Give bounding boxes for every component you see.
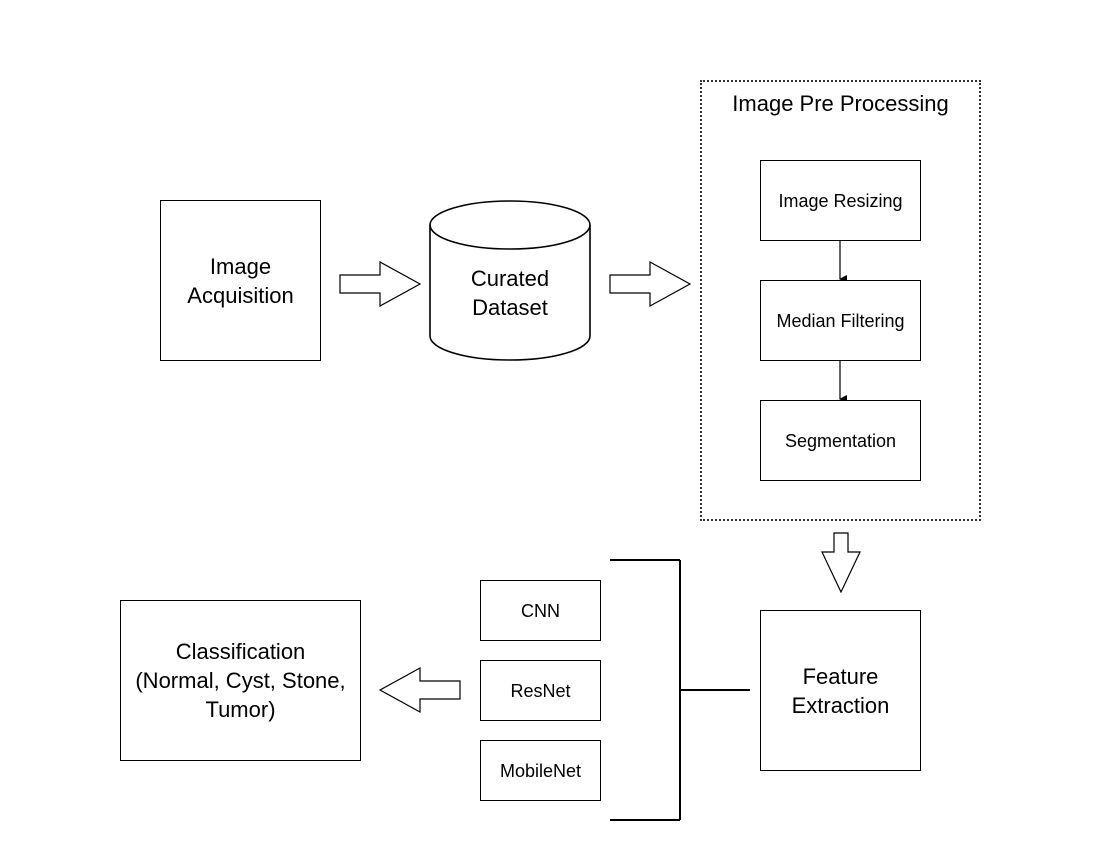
arrow-models-to-classification [378, 666, 461, 714]
feature-to-models-bracket [610, 559, 750, 821]
arrow-dataset-to-preprocessing [609, 260, 692, 308]
image-acquisition-node: Image Acquisition [160, 200, 321, 361]
curated-dataset-cylinder [429, 200, 591, 361]
classification-node: Classification (Normal, Cyst, Stone, Tum… [120, 600, 361, 761]
model-resnet-label: ResNet [510, 680, 571, 701]
image-acquisition-label: Image Acquisition [187, 253, 294, 308]
preprocessing-title: Image Pre Processing [732, 91, 949, 116]
image-resizing-node: Image Resizing [760, 160, 921, 241]
model-mobilenet-label: MobileNet [499, 760, 582, 781]
feature-extraction-node: Feature Extraction [760, 610, 921, 771]
model-resnet-node: ResNet [480, 660, 601, 721]
segmentation-node: Segmentation [760, 400, 921, 481]
preprocessing-group [700, 80, 981, 521]
arrow-preprocessing-to-feature-extraction [821, 532, 861, 594]
median-filtering-label: Median Filtering [776, 310, 905, 331]
feature-extraction-label: Feature Extraction [791, 663, 890, 718]
arrow-acquisition-to-dataset [339, 260, 422, 308]
model-cnn-label: CNN [521, 600, 560, 621]
model-mobilenet-node: MobileNet [480, 740, 601, 801]
model-cnn-node: CNN [480, 580, 601, 641]
median-filtering-node: Median Filtering [760, 280, 921, 361]
curated-dataset-label: Curated Dataset [470, 266, 550, 320]
segmentation-label: Segmentation [784, 430, 897, 451]
image-resizing-label: Image Resizing [778, 190, 903, 211]
classification-label: Classification (Normal, Cyst, Stone, Tum… [135, 639, 346, 722]
